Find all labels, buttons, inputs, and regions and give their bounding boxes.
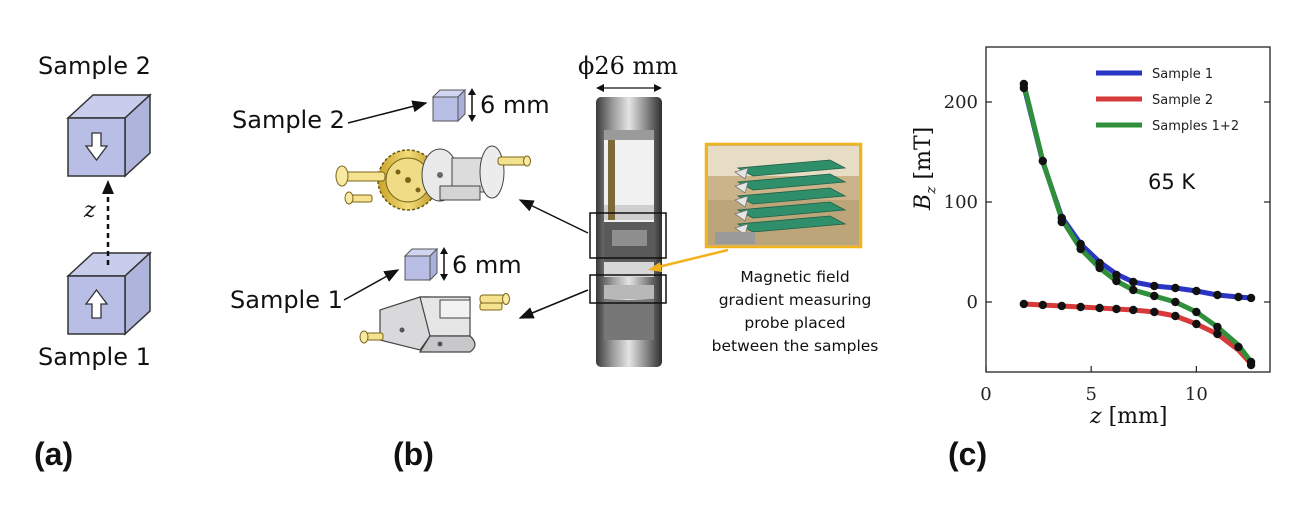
data-point-36 <box>1213 329 1222 339</box>
data-point-21 <box>1234 292 1243 302</box>
cube-sample-1 <box>66 251 152 336</box>
y-tick-label-2: 200 <box>944 92 978 113</box>
x-axis-label: z [mm] <box>1090 404 1167 429</box>
panel-a-label: (a) <box>34 436 74 472</box>
cube-6mm-top <box>431 88 476 123</box>
top-holder-assembly <box>335 145 531 211</box>
data-point-20 <box>1213 322 1222 332</box>
y-tick-label-0: 0 <box>967 292 978 313</box>
y-tick-label-1: 100 <box>944 192 978 213</box>
x-tick-label-0: 0 <box>980 384 991 405</box>
data-point-25 <box>1246 360 1256 370</box>
x-tick-label-2: 10 <box>1185 384 1208 405</box>
cube-6mm-bottom <box>403 247 448 282</box>
data-point-26 <box>1019 299 1029 309</box>
temperature-label: 65 K <box>1148 170 1196 194</box>
data-point-4 <box>1057 217 1066 227</box>
chart-legend: Sample 1 Sample 2 Samples 1+2 <box>1088 58 1264 140</box>
data-point-12 <box>1129 285 1138 295</box>
data-point-6 <box>1076 244 1085 254</box>
y-axis-label: Bz [mT] <box>911 70 939 210</box>
data-point-13 <box>1150 281 1159 291</box>
data-point-1 <box>1019 83 1029 93</box>
data-point-22 <box>1234 342 1243 352</box>
x-axis-unit: [mm] <box>1108 404 1168 429</box>
z-axis-label: z <box>84 198 96 223</box>
data-point-29 <box>1076 302 1085 312</box>
probe-cylinder-photo <box>589 97 667 367</box>
data-point-19 <box>1213 290 1222 300</box>
sample-2-label-b: Sample 2 <box>232 106 345 134</box>
data-point-15 <box>1171 283 1180 293</box>
panel-b-label: (b) <box>393 436 434 472</box>
y-axis-subscript: z <box>923 186 940 194</box>
data-point-34 <box>1171 311 1180 321</box>
data-point-33 <box>1150 307 1159 317</box>
cube-size-top: 6 mm <box>480 91 550 119</box>
diameter-label: ϕ26 mm <box>578 52 679 80</box>
data-point-14 <box>1150 291 1159 301</box>
data-point-8 <box>1095 263 1104 273</box>
data-point-27 <box>1038 300 1048 310</box>
data-point-10 <box>1112 276 1121 286</box>
data-point-35 <box>1192 319 1201 329</box>
data-point-11 <box>1129 277 1138 287</box>
cube-sample-2 <box>66 93 152 178</box>
x-tick-label-1: 5 <box>1085 384 1096 405</box>
legend-label-1: Sample 2 <box>1152 93 1213 108</box>
panel-c-label: (c) <box>948 436 988 472</box>
arrow-up-icon <box>84 288 109 319</box>
yellow-arrow-icon <box>648 262 662 272</box>
sample-2-label: Sample 2 <box>38 52 151 80</box>
data-point-30 <box>1095 303 1104 313</box>
legend-label-2: Samples 1+2 <box>1152 119 1239 134</box>
sample-1-label: Sample 1 <box>38 343 151 371</box>
data-point-32 <box>1129 305 1138 315</box>
sample-1-label-b: Sample 1 <box>230 286 343 314</box>
y-axis-unit: [mT] <box>911 126 936 180</box>
y-axis-symbol: B <box>911 193 936 210</box>
probe-caption: Magnetic field gradient measuring probe … <box>700 266 890 358</box>
legend-label-0: Sample 1 <box>1152 67 1213 82</box>
arrow-down-icon <box>84 132 109 162</box>
cube-size-bottom: 6 mm <box>452 251 522 279</box>
data-point-2 <box>1038 156 1048 166</box>
z-axis-arrow-icon <box>102 180 114 194</box>
data-point-18 <box>1192 307 1201 317</box>
data-point-16 <box>1171 297 1180 307</box>
probe-caption-line-2: gradient measuring <box>718 291 872 309</box>
probe-caption-line-1: Magnetic field <box>740 268 850 286</box>
probe-inset-photo <box>704 142 863 249</box>
data-point-23 <box>1246 293 1256 303</box>
probe-caption-line-3: probe placed <box>744 314 846 332</box>
data-point-9 <box>1112 270 1121 280</box>
data-point-28 <box>1057 301 1066 311</box>
data-point-17 <box>1192 286 1201 296</box>
probe-caption-line-4: between the samples <box>711 337 879 355</box>
data-point-31 <box>1112 304 1121 314</box>
bottom-holder-assembly <box>359 293 510 353</box>
x-axis-symbol: z <box>1090 404 1102 429</box>
